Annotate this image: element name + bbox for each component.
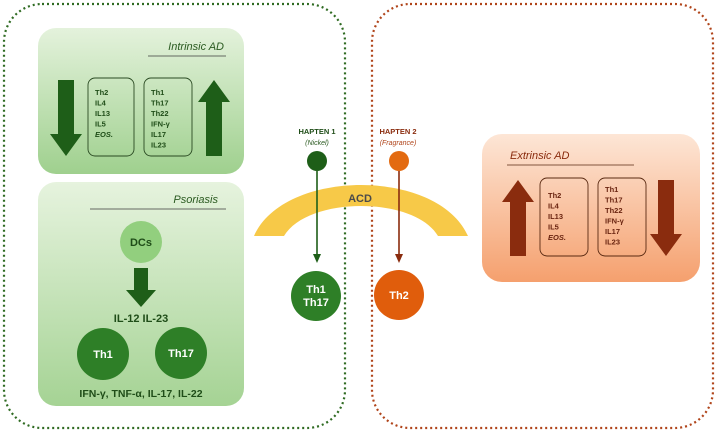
psoriasis-down-arrow (126, 268, 156, 307)
hapten2-title: HAPTEN 2 (379, 127, 416, 136)
hapten2-subtitle: (Fragrance) (380, 140, 417, 147)
extrinsic-up-arrow (502, 180, 534, 256)
extrinsic-up-list-item: IL13 (548, 212, 563, 221)
psoriasis-title: Psoriasis (173, 194, 218, 206)
extrinsic-down-list-item: IL17 (605, 227, 620, 236)
extrinsic-down-list-item: IFN-γ (605, 217, 625, 226)
intrinsic-up-list-item: Th22 (151, 109, 169, 118)
extrinsic-up-list-item: Th2 (548, 191, 561, 200)
intrinsic-down-list-item: IL13 (95, 109, 110, 118)
intrinsic-up-arrow (198, 80, 230, 156)
right-dotted-frame (370, 2, 715, 430)
th1-th17-line2: Th17 (303, 297, 329, 309)
hapten1-subtitle: (Nickel) (305, 140, 329, 147)
th2-circle (374, 270, 424, 320)
extrinsic-up-list-item: EOS. (548, 233, 566, 242)
intrinsic-up-list-box (143, 77, 193, 157)
psoriasis-bottom-cytokines: IFN-γ, TNF-α, IL-17, IL-22 (79, 388, 202, 400)
hapten1-dot (307, 151, 327, 171)
intrinsic-down-list-item: IL5 (95, 120, 106, 129)
th1-label: Th1 (93, 349, 113, 361)
extrinsic-down-list-item: IL23 (605, 238, 620, 247)
acd-label: ACD (348, 193, 372, 205)
hapten2-group: HAPTEN 2 (Fragrance) Th2 (374, 127, 424, 320)
hapten1-title: HAPTEN 1 (298, 127, 335, 136)
extrinsic-down-list-item: Th17 (605, 196, 623, 205)
extrinsic-up-list-item: IL5 (548, 223, 559, 232)
intrinsic-down-list-item: Th2 (95, 88, 108, 97)
intrinsic-up-list-item: IFN-γ (151, 120, 171, 129)
th1-th17-circle (291, 271, 341, 321)
intrinsic-up-list-item: Th17 (151, 99, 169, 108)
th1-th17-line1: Th1 (306, 284, 326, 296)
th17-label: Th17 (168, 348, 194, 360)
intrinsic-down-list-item: EOS. (95, 130, 113, 139)
th1-circle (77, 328, 129, 380)
extrinsic-down-list-box (597, 177, 647, 257)
extrinsic-up-list-item: IL4 (548, 202, 560, 211)
intrinsic-up-list-item: IL17 (151, 130, 166, 139)
acd-arc (254, 185, 468, 236)
intrinsic-down-list-box (87, 77, 135, 157)
left-dotted-frame (2, 2, 347, 430)
dcs-circle (120, 221, 162, 263)
extrinsic-down-arrow (650, 180, 682, 256)
th17-circle (155, 327, 207, 379)
intrinsic-up-list-item: Th1 (151, 88, 164, 97)
intrinsic-ad-title: Intrinsic AD (168, 41, 224, 53)
intrinsic-up-list-item: IL23 (151, 141, 166, 150)
extrinsic-down-list-item: Th1 (605, 185, 618, 194)
hapten2-dot (389, 151, 409, 171)
psoriasis-box: Psoriasis DCs IL-12 IL-23 Th1 Th17 IFN-γ… (38, 182, 244, 406)
extrinsic-down-list-item: Th22 (605, 206, 623, 215)
th2-label: Th2 (389, 290, 409, 302)
psoriasis-mid-cytokines: IL-12 IL-23 (114, 313, 168, 325)
hapten1-group: HAPTEN 1 (Nickel) Th1 Th17 (291, 127, 341, 321)
extrinsic-ad-title: Extrinsic AD (510, 150, 570, 162)
intrinsic-down-list-item: IL4 (95, 99, 107, 108)
intrinsic-down-arrow (50, 80, 82, 156)
dcs-label: DCs (130, 237, 152, 249)
extrinsic-up-list-box (539, 177, 589, 257)
